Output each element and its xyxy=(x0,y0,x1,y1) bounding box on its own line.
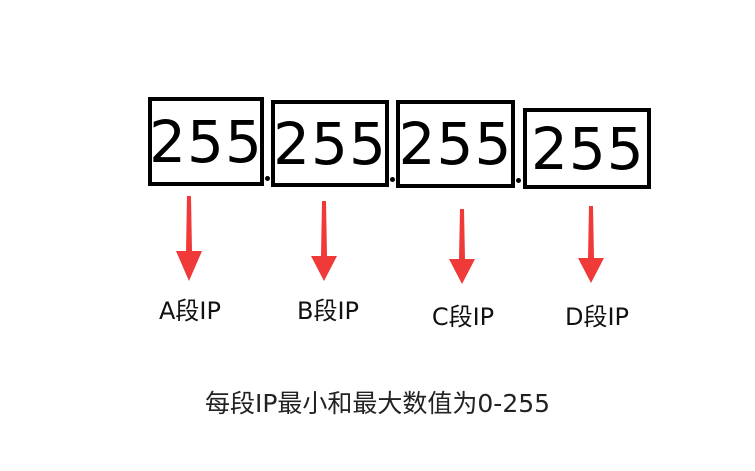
down-arrow-icon xyxy=(176,196,202,281)
segment-box-b: 255 xyxy=(271,100,389,187)
segment-value-d: 255 xyxy=(531,114,645,183)
separator-dot xyxy=(516,178,521,183)
segment-label-c: C段IP xyxy=(431,303,495,331)
down-arrow-icon xyxy=(578,206,604,283)
segment-value-c: 255 xyxy=(398,110,513,178)
down-arrow-icon xyxy=(311,201,337,281)
segment-box-a: 255 xyxy=(148,97,264,186)
caption-text: 每段IP最小和最大数值为0-255 xyxy=(204,389,551,418)
segment-label-d: D段IP xyxy=(564,303,630,331)
segment-label-a: A段IP xyxy=(159,297,221,325)
segment-box-d: 255 xyxy=(523,108,651,189)
separator-dot xyxy=(265,176,270,181)
segment-label-b: B段IP xyxy=(296,297,360,325)
separator-dot xyxy=(390,177,395,182)
segment-box-c: 255 xyxy=(396,100,515,188)
down-arrow-icon xyxy=(449,209,475,284)
segment-value-b: 255 xyxy=(273,109,387,178)
segment-value-a: 255 xyxy=(149,107,263,176)
